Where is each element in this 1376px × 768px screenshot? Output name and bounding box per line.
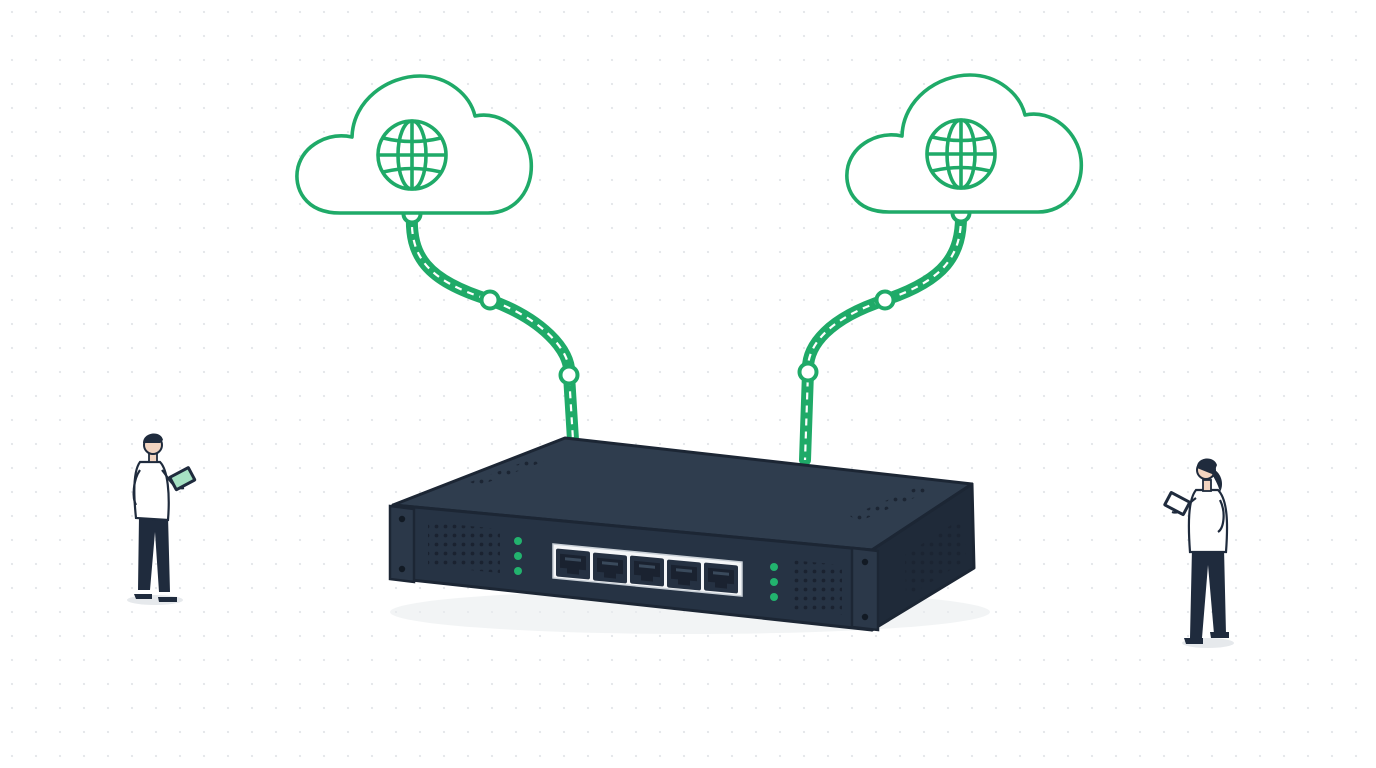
- link-left-node-mid: [479, 289, 501, 311]
- person-icon: [132, 433, 185, 602]
- link-right: [797, 202, 972, 466]
- led: [514, 552, 522, 560]
- tablet-icon: [168, 466, 197, 492]
- link-right-node-low: [797, 361, 819, 383]
- router-ear-right: [850, 546, 880, 632]
- link-left: [401, 203, 580, 446]
- cloud-icon: [295, 74, 534, 215]
- cloud-icon: [845, 73, 1084, 214]
- vent-left: [428, 522, 500, 573]
- ethernet-port-icon[interactable]: [667, 559, 701, 591]
- person-right: [1163, 458, 1234, 648]
- ethernet-port-icon[interactable]: [630, 555, 664, 587]
- ethernet-port-icon[interactable]: [704, 562, 738, 594]
- vent-right: [790, 560, 842, 615]
- status-leds-right: [770, 563, 778, 601]
- person-left: [127, 433, 197, 605]
- led: [770, 563, 778, 571]
- ethernet-port-icon[interactable]: [556, 548, 590, 580]
- tablet-icon: [1163, 491, 1192, 516]
- status-leds-left: [514, 537, 522, 575]
- router-ear-left: [388, 504, 416, 584]
- link-right-node-mid: [874, 289, 896, 311]
- globe-icon: [376, 119, 448, 191]
- cloud-right: [845, 73, 1084, 214]
- person-icon: [1171, 458, 1229, 644]
- cloud-left: [295, 74, 534, 215]
- ethernet-port-icon[interactable]: [593, 552, 627, 584]
- led: [770, 593, 778, 601]
- led: [770, 578, 778, 586]
- led: [514, 567, 522, 575]
- globe-icon: [925, 118, 997, 190]
- router: [388, 436, 990, 634]
- link-left-node-low: [558, 364, 580, 386]
- led: [514, 537, 522, 545]
